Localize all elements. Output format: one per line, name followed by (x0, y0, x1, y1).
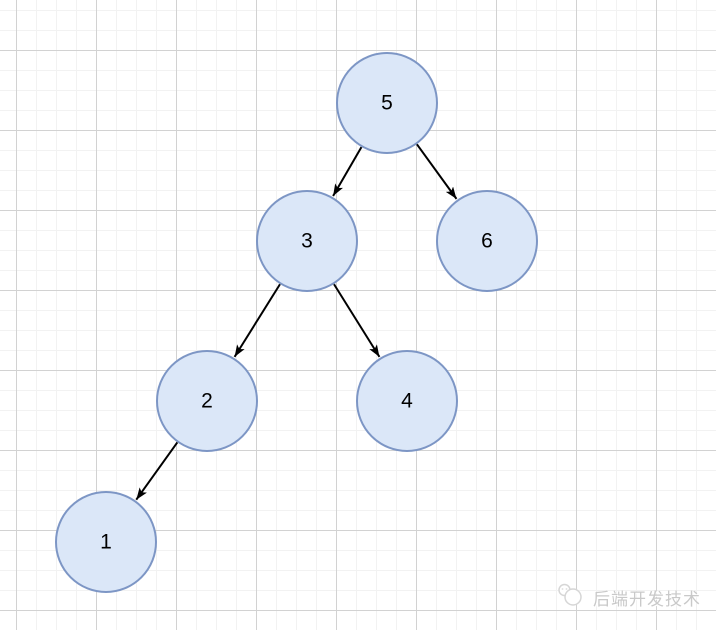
edge-5-6 (416, 143, 458, 200)
edge-5-3 (332, 146, 363, 197)
tree-node-5: 5 (336, 52, 438, 154)
chat-bubbles-logo-icon (556, 582, 586, 613)
tree-node-2: 2 (156, 350, 258, 452)
tree-node-6: 6 (436, 190, 538, 292)
node-label: 3 (301, 230, 313, 253)
tree-node-1: 1 (55, 491, 157, 593)
watermark-text: 后端开发技术 (593, 590, 701, 609)
node-label: 1 (100, 531, 112, 554)
node-label: 4 (401, 390, 413, 413)
node-label: 5 (381, 92, 393, 115)
edge-3-4 (333, 283, 381, 358)
tree-node-3: 3 (256, 190, 358, 292)
edge-2-1 (135, 441, 179, 501)
watermark: 后端开发技术 (556, 582, 701, 613)
node-label: 2 (201, 390, 213, 413)
edge-3-2 (233, 283, 281, 358)
node-label: 6 (481, 230, 493, 253)
tree-node-4: 4 (356, 350, 458, 452)
